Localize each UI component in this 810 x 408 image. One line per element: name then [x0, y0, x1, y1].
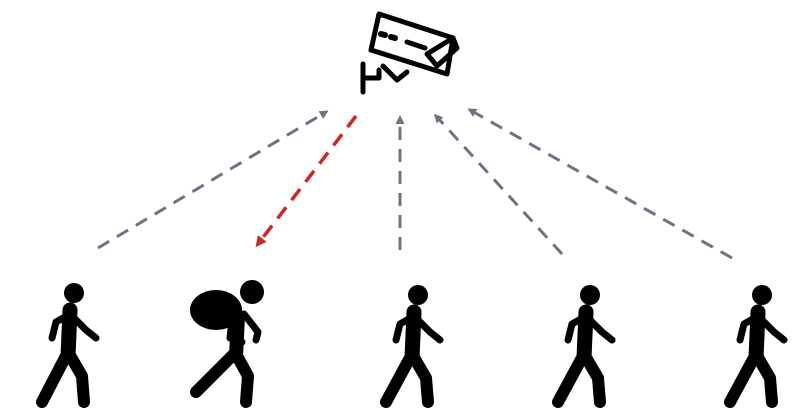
walking-person-icon — [380, 285, 444, 408]
arrow-person-5-to-camera — [467, 108, 733, 260]
arrow-person-1-to-camera — [97, 110, 329, 250]
cctv-camera-icon — [360, 11, 460, 95]
walking-person-icon — [724, 285, 788, 408]
walking-person-icon — [552, 285, 616, 408]
arrow-person-4-to-camera — [433, 113, 564, 256]
thief-with-sack-icon — [190, 280, 264, 408]
walking-person-icon — [36, 283, 100, 408]
alert-arrow-camera-to-thief — [255, 114, 358, 248]
